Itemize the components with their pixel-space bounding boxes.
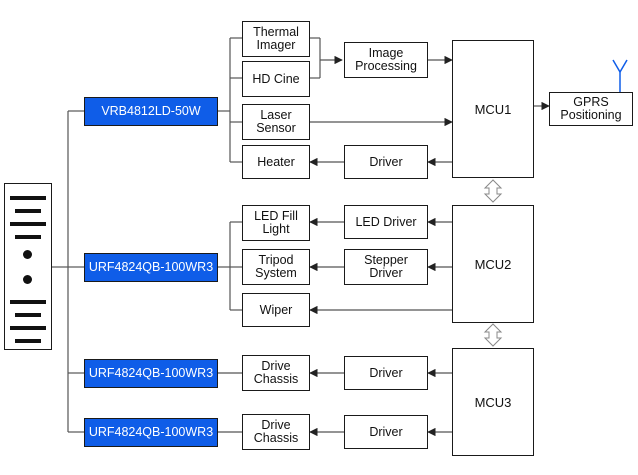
stepper-driver-box: Stepper Driver bbox=[344, 249, 428, 285]
thermal-imager-box: Thermal Imager bbox=[242, 21, 310, 57]
heater-driver-box: Driver bbox=[344, 145, 428, 179]
laser-sensor-box: Laser Sensor bbox=[242, 104, 310, 140]
power-module-urf4824qb-3: URF4824QB-100WR3 bbox=[84, 418, 218, 447]
power-module-urf4824qb-1: URF4824QB-100WR3 bbox=[84, 253, 218, 282]
power-module-vrb4812ld: VRB4812LD-50W bbox=[84, 97, 218, 126]
gprs-positioning-box: GPRS Positioning bbox=[549, 92, 633, 126]
led-fill-light-box: LED Fill Light bbox=[242, 205, 310, 241]
hd-cine-box: HD Cine bbox=[242, 61, 310, 97]
drive-chassis-box-2: Drive Chassis bbox=[242, 414, 310, 450]
wiper-box: Wiper bbox=[242, 293, 310, 327]
mcu2-box: MCU2 bbox=[452, 205, 534, 323]
chassis-driver-box-1: Driver bbox=[344, 356, 428, 390]
image-processing-box: Image Processing bbox=[344, 42, 428, 78]
battery-pack-icon bbox=[4, 183, 52, 350]
drive-chassis-box-1: Drive Chassis bbox=[242, 355, 310, 391]
antenna-icon bbox=[612, 59, 628, 92]
power-module-urf4824qb-2: URF4824QB-100WR3 bbox=[84, 359, 218, 388]
mcu1-mcu2-link bbox=[483, 179, 503, 203]
mcu1-box: MCU1 bbox=[452, 40, 534, 178]
chassis-driver-box-2: Driver bbox=[344, 415, 428, 449]
mcu3-box: MCU3 bbox=[452, 348, 534, 456]
heater-box: Heater bbox=[242, 145, 310, 179]
tripod-system-box: Tripod System bbox=[242, 249, 310, 285]
mcu2-mcu3-link bbox=[483, 323, 503, 347]
led-driver-box: LED Driver bbox=[344, 205, 428, 239]
